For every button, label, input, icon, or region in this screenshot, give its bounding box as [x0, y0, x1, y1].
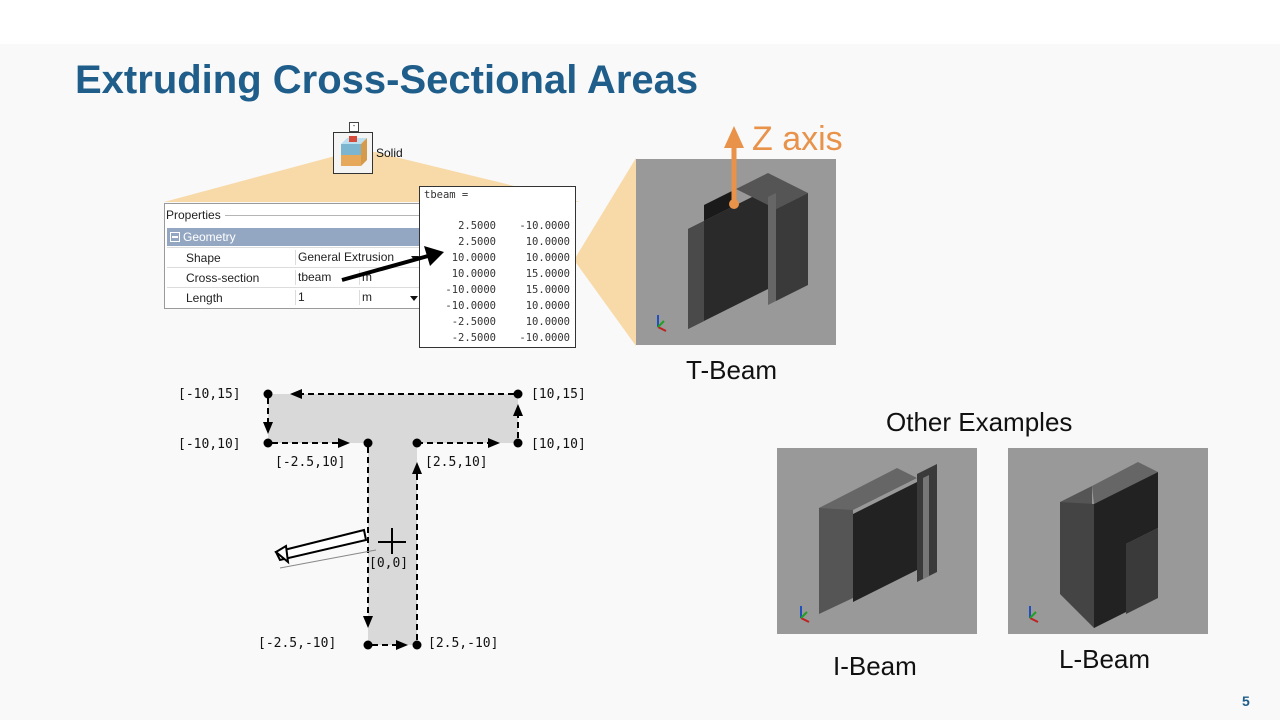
point-label: [-10,10] — [178, 437, 241, 452]
t-cross-section-diagram — [263, 389, 523, 650]
point-label: [10,10] — [531, 437, 586, 452]
length-label: Length — [186, 291, 223, 305]
length-row[interactable]: Length 1 m — [167, 287, 421, 307]
matrix-cell: 15.0000 — [525, 284, 570, 296]
properties-header-rule — [225, 215, 423, 216]
matrix-cell: 2.5000 — [458, 220, 496, 232]
matrix-cell: 15.0000 — [525, 268, 570, 280]
solid-label: Solid — [376, 146, 403, 160]
point-label: [2.5,-10] — [428, 636, 499, 651]
collapse-icon[interactable] — [170, 232, 180, 242]
shape-row[interactable]: Shape General Extrusion — [167, 247, 421, 267]
ibeam-3d-icon — [800, 464, 937, 623]
point-label: [-2.5,-10] — [258, 636, 337, 651]
matrix-cell: 2.5000 — [458, 236, 496, 248]
solid-cube-icon — [341, 136, 367, 166]
ibeam-render — [777, 448, 977, 634]
page-number: 5 — [1242, 693, 1250, 709]
origin-label: [0,0] — [369, 556, 409, 571]
matrix-cell: -2.5000 — [451, 332, 496, 344]
geometry-group[interactable]: Geometry — [167, 228, 421, 246]
matrix-cell: -10.0000 — [519, 332, 570, 344]
length-unit-select[interactable]: m — [359, 290, 420, 305]
pointer-arrow — [341, 246, 444, 282]
cross-section-unit-select[interactable]: m — [359, 270, 420, 285]
z-axis-arrow — [724, 126, 744, 209]
slide-title: Extruding Cross-Sectional Areas — [75, 58, 699, 102]
matrix-cell: 10.0000 — [525, 252, 570, 264]
matrix-cell: -10.0000 — [445, 284, 496, 296]
lbeam-3d-icon — [1029, 462, 1158, 628]
geometry-group-label: Geometry — [183, 230, 236, 244]
cross-section-label: Cross-section — [186, 271, 260, 285]
tbeam-caption: T-Beam — [686, 355, 778, 385]
other-examples-heading: Other Examples — [886, 407, 1073, 437]
z-axis-label: Z axis — [752, 120, 843, 158]
shape-select[interactable]: General Extrusion — [295, 250, 418, 265]
properties-header: Properties — [166, 208, 221, 222]
tbeam-matrix-output: tbeam = 2.5000 -10.0000 2.5000 10.0000 1… — [419, 186, 576, 348]
length-unit-dropdown-icon[interactable] — [410, 296, 418, 301]
matrix-cell: 10.0000 — [525, 236, 570, 248]
solid-node[interactable]: - Solid — [333, 122, 443, 174]
matrix-cell: 10.0000 — [525, 300, 570, 312]
lbeam-caption: L-Beam — [1059, 644, 1151, 674]
lbeam-render — [1008, 448, 1208, 634]
ibeam-caption: I-Beam — [833, 651, 917, 681]
point-label: [2.5,10] — [425, 455, 488, 470]
shape-label: Shape — [186, 251, 221, 265]
length-input[interactable]: 1 — [295, 290, 360, 305]
matrix-cell: 10.0000 — [451, 252, 496, 264]
matrix-cell: -10.0000 — [519, 220, 570, 232]
node-collapse-icon[interactable]: - — [349, 122, 359, 132]
tbeam-3d-icon — [657, 173, 808, 332]
tbeam-callout-wedge — [574, 158, 636, 346]
point-label: [10,15] — [531, 387, 586, 402]
matrix-cell: 10.0000 — [451, 268, 496, 280]
matrix-cell: -10.0000 — [445, 300, 496, 312]
matrix-cell: 10.0000 — [525, 316, 570, 328]
matrix-label: tbeam = — [424, 189, 469, 201]
point-label: [-10,15] — [178, 387, 241, 402]
t-shape-fill — [268, 394, 518, 645]
matrix-cell: -2.5000 — [451, 316, 496, 328]
point-label: [-2.5,10] — [275, 455, 346, 470]
cross-section-row[interactable]: Cross-section tbeam m — [167, 267, 421, 287]
cross-section-input[interactable]: tbeam — [295, 270, 360, 285]
properties-panel: Properties Geometry Shape General Extrus… — [164, 203, 424, 309]
extrude-arrow-icon — [274, 528, 368, 562]
